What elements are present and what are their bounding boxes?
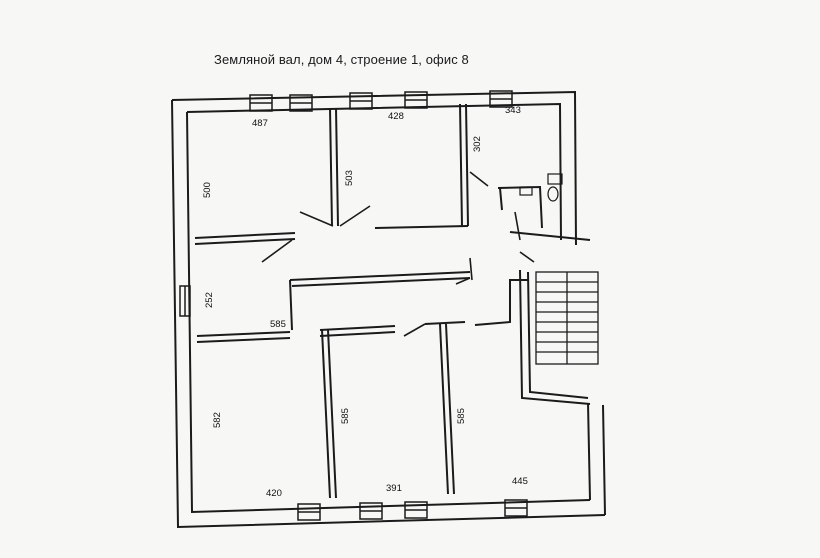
dim-bottom-right-height: 585 [456, 408, 467, 424]
staircase [535, 271, 599, 365]
interior-walls [194, 103, 591, 499]
dim-top-left-width: 487 [252, 118, 268, 129]
dim-top-mid-height: 503 [344, 170, 355, 186]
outer-wall [171, 90, 606, 529]
dim-corridor-height: 252 [204, 292, 215, 308]
dim-corridor-width: 585 [270, 319, 286, 330]
plan-title: Земляной вал, дом 4, строение 1, офис 8 [214, 52, 469, 67]
wet-room [519, 173, 563, 202]
dim-bottom-right-width: 445 [512, 476, 528, 487]
dim-bottom-mid-width: 391 [386, 483, 402, 494]
dim-top-right-height: 302 [472, 136, 483, 152]
door-swings [261, 171, 535, 337]
dim-bottom-left-width: 420 [266, 488, 282, 499]
dimension-labels: 487 428 343 500 503 302 252 585 582 585 … [202, 105, 528, 499]
window-top [249, 90, 513, 112]
dim-bottom-left-height: 582 [212, 412, 223, 428]
dim-top-mid-width: 428 [388, 111, 404, 122]
window-bottom [297, 499, 528, 521]
dim-top-right-width: 343 [505, 105, 521, 116]
dim-top-left-height: 500 [202, 182, 213, 198]
dim-bottom-mid-height: 585 [340, 408, 351, 424]
window-left [179, 285, 191, 317]
